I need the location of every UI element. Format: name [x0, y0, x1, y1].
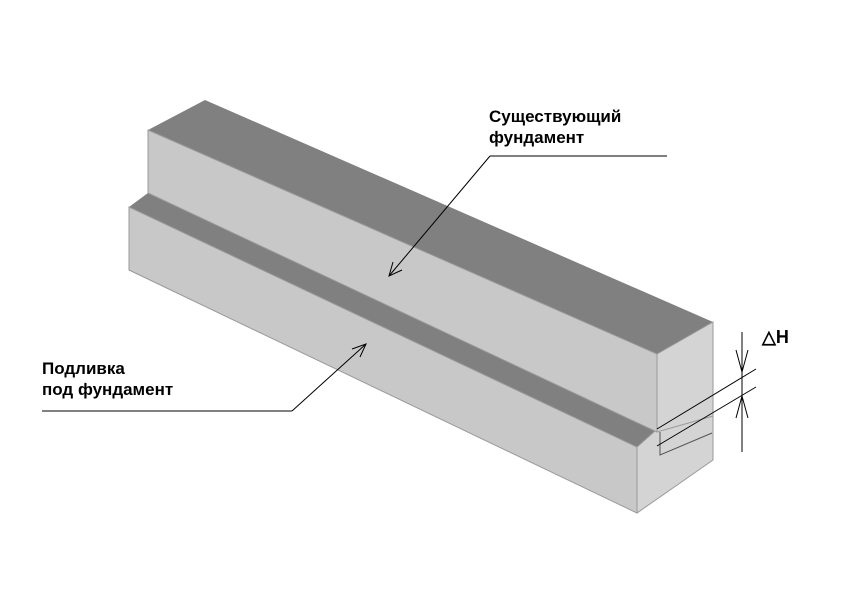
- hidden-base-edge: [659, 432, 713, 456]
- grout-label-line-1: Подливка: [42, 359, 125, 378]
- existing-foundation-label: Существующий фундамент: [489, 106, 621, 148]
- height-difference-label: △H: [762, 327, 789, 347]
- grout-leader: [42, 343, 367, 412]
- existing-foundation-label-line-2: фундамент: [489, 128, 585, 147]
- existing-foundation-leader: [388, 155, 667, 277]
- grout-label-line-2: под фундамент: [42, 380, 174, 399]
- existing-foundation-label-line-1: Существующий: [489, 107, 622, 126]
- height-difference-dimension: [656, 332, 757, 452]
- grout-label: Подливка под фундамент: [42, 358, 173, 400]
- grout-beam: [128, 193, 714, 514]
- foundation-side-face: [656, 321, 714, 433]
- grout-top-face: [129, 193, 655, 447]
